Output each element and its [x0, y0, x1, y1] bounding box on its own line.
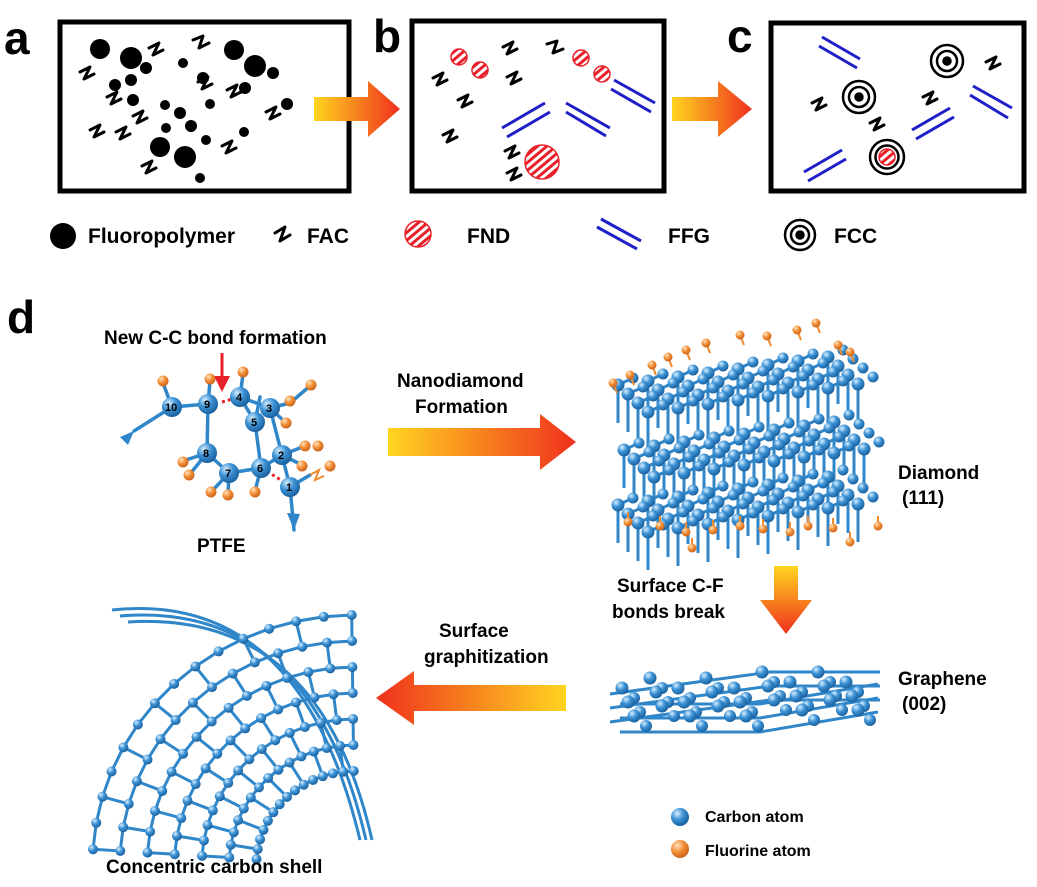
legend-fcc-label: FCC [834, 225, 877, 248]
fluorine-atom-icon [671, 840, 689, 858]
atom-number-5: 5 [251, 417, 257, 429]
bonds-break-arrow [760, 566, 812, 634]
graphene-label-2: (002) [902, 694, 946, 715]
panel-label-c: c [727, 10, 753, 62]
legend: Fluoropolymer FAC FND FFG FCC [50, 217, 877, 252]
atom-number-1: 1 [286, 482, 292, 494]
bond-formation-label: New C-C bond formation [104, 328, 327, 349]
carbon-atom-icon [671, 808, 689, 826]
graphitization-label-1: Surface [439, 621, 509, 642]
atom-number-2: 2 [278, 450, 284, 462]
legend-fac-label: FAC [307, 225, 349, 248]
legend-ffg-icon [596, 217, 642, 251]
nanodiamond-formation-label-2: Formation [415, 397, 508, 418]
ptfe-molecule: 1 2 3 4 5 6 7 8 9 10 [120, 366, 336, 532]
panel-a-fluoropolymer-dots [90, 39, 293, 183]
nanodiamond-formation-arrow [388, 414, 576, 470]
arrow-a-to-b [314, 81, 400, 137]
panel-label-a: a [4, 12, 30, 64]
shell-label: Concentric carbon shell [106, 857, 322, 878]
nanodiamond-formation-label-1: Nanodiamond [397, 371, 524, 392]
panel-label-b: b [373, 10, 401, 62]
legend-fcc-icon [783, 218, 817, 252]
arrow-b-to-c [672, 81, 752, 137]
panel-c-fcc-core [878, 148, 896, 166]
panel-b-nanodiamonds [450, 48, 611, 180]
atom-number-9: 9 [204, 399, 210, 411]
legend-fnd-icon [404, 220, 432, 248]
atom-number-7: 7 [225, 468, 231, 480]
diamond-label-1: Diamond [898, 463, 979, 484]
graphene-label-1: Graphene [898, 669, 987, 690]
atom-number-3: 3 [266, 403, 272, 415]
legend-ffg-label: FFG [668, 225, 710, 248]
diamond-label-2: (111) [902, 488, 944, 509]
panel-c-fcc-shells [841, 43, 965, 176]
panel-b-fac-squiggles [431, 39, 565, 182]
bonds-break-label-2: bonds break [612, 602, 725, 623]
panel-c-box [768, 20, 1027, 194]
graphitization-label-2: graphitization [424, 647, 549, 668]
diamond-lattice [608, 318, 885, 570]
ptfe-label: PTFE [197, 536, 246, 557]
graphene-layers [609, 665, 880, 734]
legend-fnd-label: FND [467, 225, 510, 248]
concentric-carbon-shell [88, 607, 374, 865]
legend-fac-icon [273, 225, 292, 243]
panel-b-box [409, 18, 667, 194]
panel-c-fac-squiggles [810, 55, 1002, 132]
panel-a-fac-squiggles [78, 34, 282, 175]
legend-fluoropolymer-icon [50, 223, 76, 249]
atom-number-8: 8 [203, 448, 209, 460]
atom-number-6: 6 [257, 463, 263, 475]
graphitization-arrow [376, 671, 566, 725]
bonds-break-label-1: Surface C-F [617, 576, 724, 597]
panel-c-ffg-lines [803, 35, 1013, 183]
panel-b-ffg-lines [501, 78, 656, 139]
legend-fluoropolymer-label: Fluoropolymer [88, 225, 235, 248]
fluorine-atom-label: Fluorine atom [705, 843, 811, 860]
carbon-atom-label: Carbon atom [705, 809, 804, 826]
atom-number-10: 10 [165, 402, 177, 414]
atom-number-4: 4 [236, 392, 243, 404]
panel-label-d: d [7, 291, 35, 343]
